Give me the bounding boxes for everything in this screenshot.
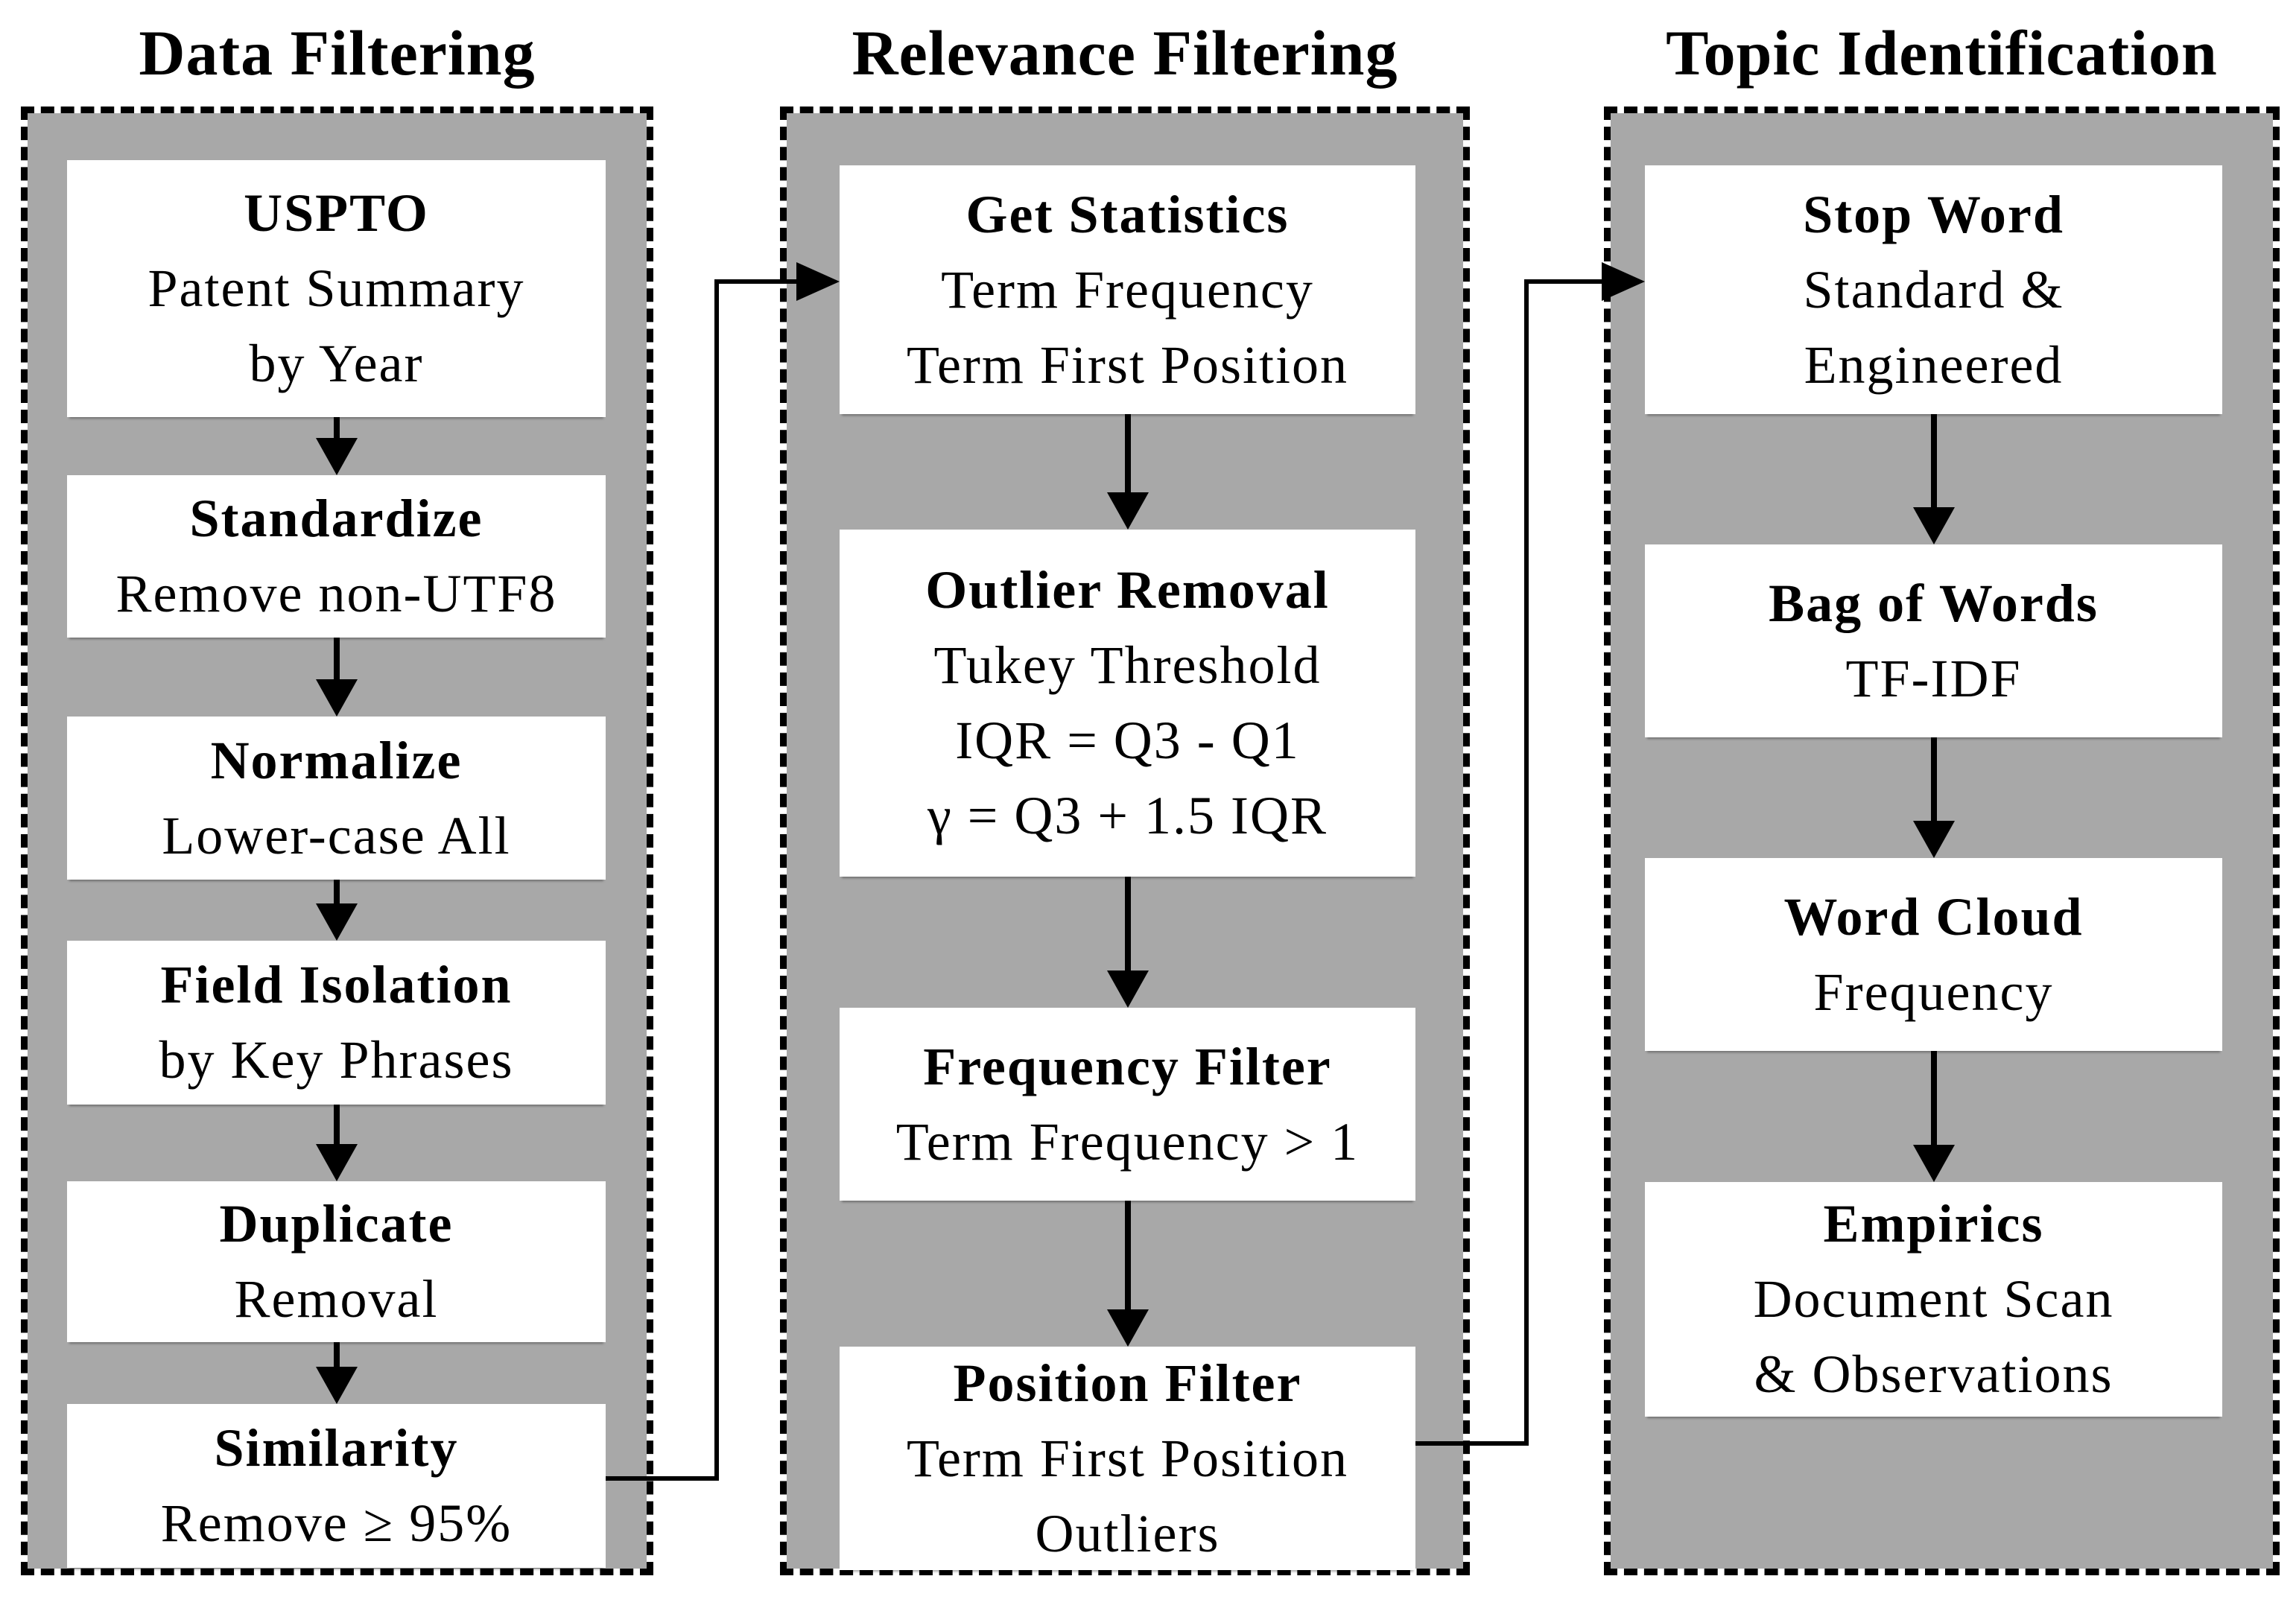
arrowhead-right-icon <box>796 262 840 301</box>
flow-box-field-isolation: Field Isolation by Key Phrases <box>67 941 606 1105</box>
box-line: Tukey Threshold <box>933 635 1322 695</box>
down-arrow-icon <box>1913 414 1955 544</box>
connector-similarity-to-get-statistics <box>719 279 796 284</box>
down-arrow-icon <box>1913 737 1955 858</box>
down-arrow-icon <box>1107 877 1149 1008</box>
flow-box-outlier-removal: Outlier Removal Tukey Threshold IQR = Q3… <box>840 530 1415 877</box>
box-line: Lower-case All <box>162 805 511 865</box>
flow-box-empirics: Empirics Document Scan & Observations <box>1645 1182 2222 1417</box>
box-title: Frequency Filter <box>923 1036 1332 1096</box>
connector-position-filter-to-stop-word <box>1524 279 1529 1446</box>
connector-position-filter-to-stop-word <box>1529 279 1602 284</box>
down-arrow-icon <box>316 1342 358 1404</box>
box-line: Term Frequency > 1 <box>895 1111 1360 1172</box>
box-line: Term First Position <box>906 334 1348 395</box>
flow-box-get-statistics: Get Statistics Term Frequency Term First… <box>840 165 1415 414</box>
flow-box-position-filter: Position Filter Term First Position Outl… <box>840 1347 1415 1570</box>
column-title-topic-identification: Topic Identification <box>1666 16 2218 89</box>
box-title: Word Cloud <box>1783 886 2084 947</box>
box-title: Get Statistics <box>965 184 1290 244</box>
flow-box-stop-word: Stop Word Standard & Engineered <box>1645 165 2222 414</box>
box-line: & Observations <box>1754 1344 2113 1404</box>
arrowhead-right-icon <box>1602 262 1645 301</box>
flow-box-frequency-filter: Frequency Filter Term Frequency > 1 <box>840 1008 1415 1201</box>
flow-box-standardize: Standardize Remove non-UTF8 <box>67 475 606 638</box>
box-line: TF-IDF <box>1845 648 2022 708</box>
flow-box-bag-of-words: Bag of Words TF-IDF <box>1645 544 2222 737</box>
box-line: Outliers <box>1035 1503 1220 1563</box>
down-arrow-icon <box>316 638 358 717</box>
box-title: Duplicate <box>219 1194 454 1254</box>
box-line: Standard & <box>1803 259 2064 320</box>
flow-box-similarity: Similarity Remove ≥ 95% <box>67 1404 606 1568</box>
box-line: Remove non-UTF8 <box>115 564 557 623</box>
flow-box-normalize: Normalize Lower-case All <box>67 717 606 880</box>
connector-similarity-to-get-statistics <box>606 1476 719 1481</box>
column-title-data-filtering: Data Filtering <box>139 16 536 89</box>
flow-box-uspto: USPTO Patent Summary by Year <box>67 160 606 417</box>
down-arrow-icon <box>1913 1051 1955 1182</box>
down-arrow-icon <box>316 417 358 475</box>
box-line: by Key Phrases <box>159 1030 514 1090</box>
box-line: Patent Summary <box>148 258 525 318</box>
box-title: Position Filter <box>953 1353 1302 1413</box>
box-title: Outlier Removal <box>925 560 1330 620</box>
box-title: USPTO <box>244 183 429 243</box>
box-title: Bag of Words <box>1769 573 2099 633</box>
connector-similarity-to-get-statistics <box>714 279 719 1481</box>
box-line: Removal <box>234 1269 439 1329</box>
down-arrow-icon <box>316 880 358 941</box>
down-arrow-icon <box>316 1105 358 1181</box>
down-arrow-icon <box>1107 1201 1149 1347</box>
box-title: Standardize <box>189 489 483 548</box>
box-line: Remove ≥ 95% <box>160 1493 513 1553</box>
box-line: Engineered <box>1804 334 2064 395</box>
box-line: Term Frequency <box>941 259 1314 320</box>
box-line: Term First Position <box>906 1428 1348 1488</box>
box-title: Normalize <box>210 730 463 790</box>
box-title: Similarity <box>214 1418 459 1478</box>
box-line: by Year <box>249 334 424 393</box>
box-title: Empirics <box>1823 1194 2044 1254</box>
box-title: Stop Word <box>1803 184 2064 244</box>
connector-position-filter-to-stop-word <box>1415 1441 1529 1446</box>
down-arrow-icon <box>1107 414 1149 530</box>
box-line: Frequency <box>1813 962 2054 1022</box>
flow-box-word-cloud: Word Cloud Frequency <box>1645 858 2222 1051</box>
flow-box-duplicate: Duplicate Removal <box>67 1181 606 1342</box>
column-title-relevance-filtering: Relevance Filtering <box>852 16 1398 89</box>
box-title: Field Isolation <box>160 955 513 1014</box>
box-line: Document Scan <box>1753 1269 2114 1329</box>
box-line: γ = Q3 + 1.5 IQR <box>927 786 1328 845</box>
box-line: IQR = Q3 - Q1 <box>955 711 1300 770</box>
